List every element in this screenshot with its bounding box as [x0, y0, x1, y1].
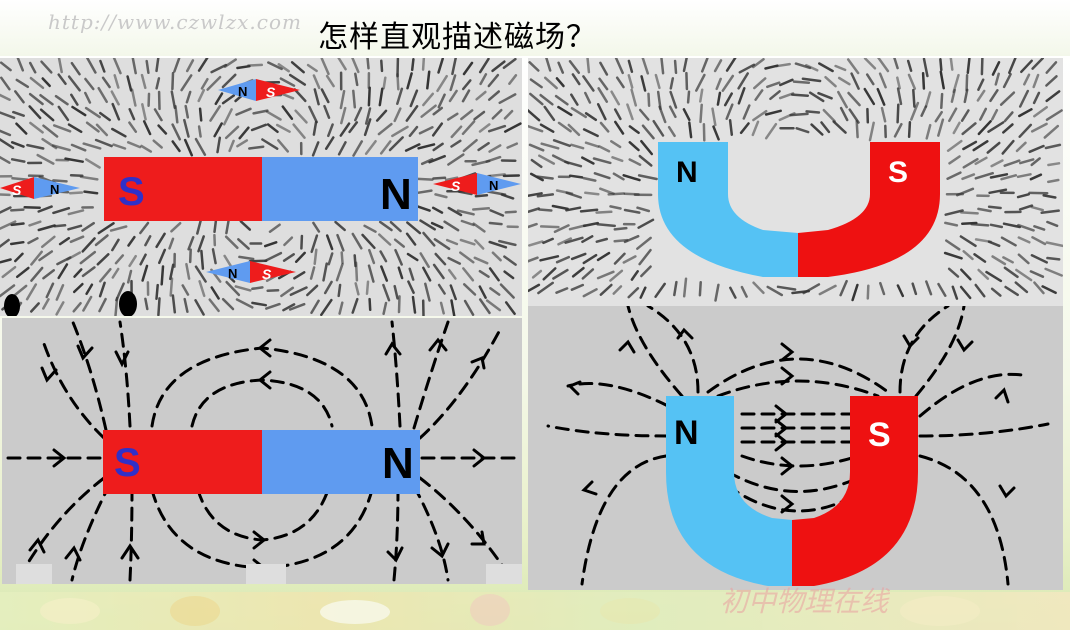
bar-magnet-n-label: N [380, 170, 412, 219]
title-band [0, 0, 1070, 56]
compass-left-s-label: S [12, 182, 22, 198]
watermark-site-name: 初中物理在线 [720, 585, 889, 618]
diagram-bar-s-label: S [114, 441, 141, 485]
horseshoe-field-lines-diagram: N S [528, 306, 1063, 590]
horseshoe-diagram-n-label: N [674, 414, 699, 452]
compass-bottom-s-label: S [262, 266, 272, 282]
compass-left: S N [0, 177, 80, 199]
diagram-bar-n-label: N [382, 439, 414, 488]
flower-decoration-strip [0, 592, 1070, 630]
horseshoe-top-n-label: N [676, 156, 698, 189]
slide-title: 怎样直观描述磁场？ [318, 20, 597, 55]
bar-magnet-s-label: S [118, 170, 145, 214]
compass-right-n-label: N [489, 178, 498, 193]
watermark-url: http://www.czwlzx.com [48, 10, 302, 34]
compass-bottom: N S [206, 261, 296, 283]
compass-bottom-n-label: N [228, 266, 237, 281]
compass-top-n-label: N [238, 84, 247, 99]
horseshoe-filings-photo: N S [528, 58, 1063, 306]
compass-left-n-label: N [50, 182, 59, 197]
horseshoe-diagram-s-label: S [868, 416, 891, 454]
compass-top-s-label: S [266, 84, 276, 100]
bar-magnet-field-lines-diagram: S N [2, 318, 522, 584]
bar-magnet-filings-photo: S N N S S N S N N S [0, 58, 522, 316]
compass-right-s-label: S [451, 178, 461, 194]
compass-top: N S [218, 79, 300, 101]
compass-right: S N [433, 173, 521, 195]
horseshoe-top-s-label: S [888, 156, 908, 189]
